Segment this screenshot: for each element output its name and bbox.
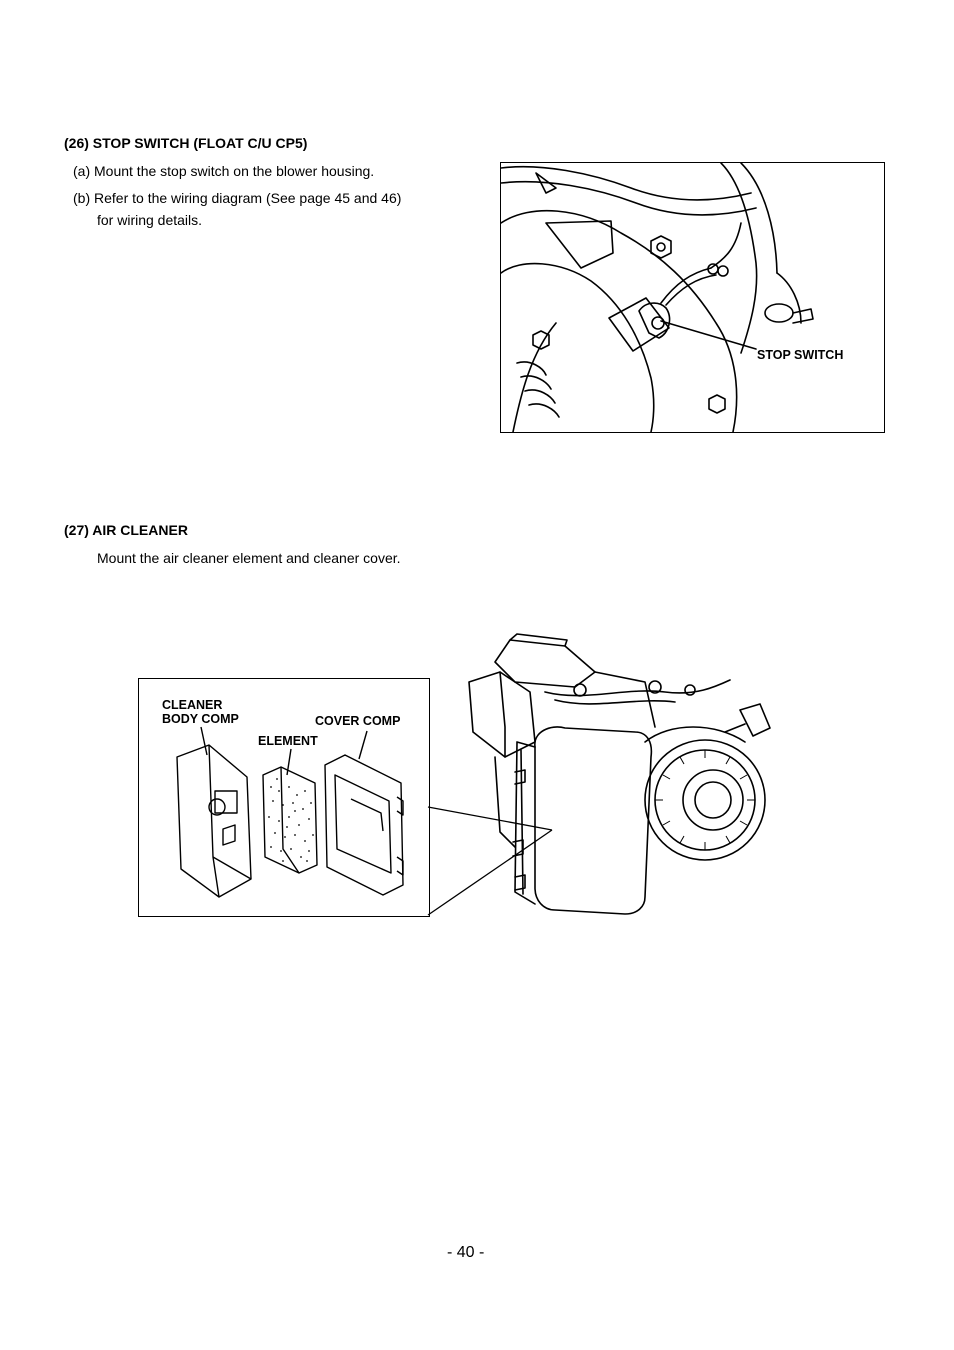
cleaner-body-callout: CLEANER BODY COMP	[162, 698, 239, 726]
cover-comp-callout: COVER COMP	[315, 714, 401, 728]
section-26-step-a: (a) Mount the stop switch on the blower …	[73, 163, 375, 179]
inset-connector-lines	[427, 806, 553, 916]
section-27-heading: (27) AIR CLEANER	[64, 522, 188, 538]
air-cleaner-parts-illustration	[176, 726, 404, 898]
element-callout: ELEMENT	[258, 734, 318, 748]
section-26-heading: (26) STOP SWITCH (FLOAT C/U CP5)	[64, 135, 308, 151]
section-26-step-b-cont: for wiring details.	[97, 212, 203, 228]
air-cleaner-exploded-inset: CLEANER BODY COMP COVER COMP ELEMENT	[138, 678, 430, 917]
section-26-step-b: (b) Refer to the wiring diagram (See pag…	[73, 190, 402, 206]
cleaner-body-callout-line2: BODY COMP	[162, 712, 239, 726]
engine-air-cleaner-illustration	[468, 633, 771, 915]
page-number: - 40 -	[447, 1244, 485, 1261]
cleaner-body-callout-line1: CLEANER	[162, 698, 223, 712]
stop-switch-figure: STOP SWITCH	[500, 162, 885, 433]
stop-switch-illustration	[501, 163, 814, 432]
section-27-instruction: Mount the air cleaner element and cleane…	[97, 550, 401, 566]
stop-switch-callout: STOP SWITCH	[757, 348, 844, 362]
